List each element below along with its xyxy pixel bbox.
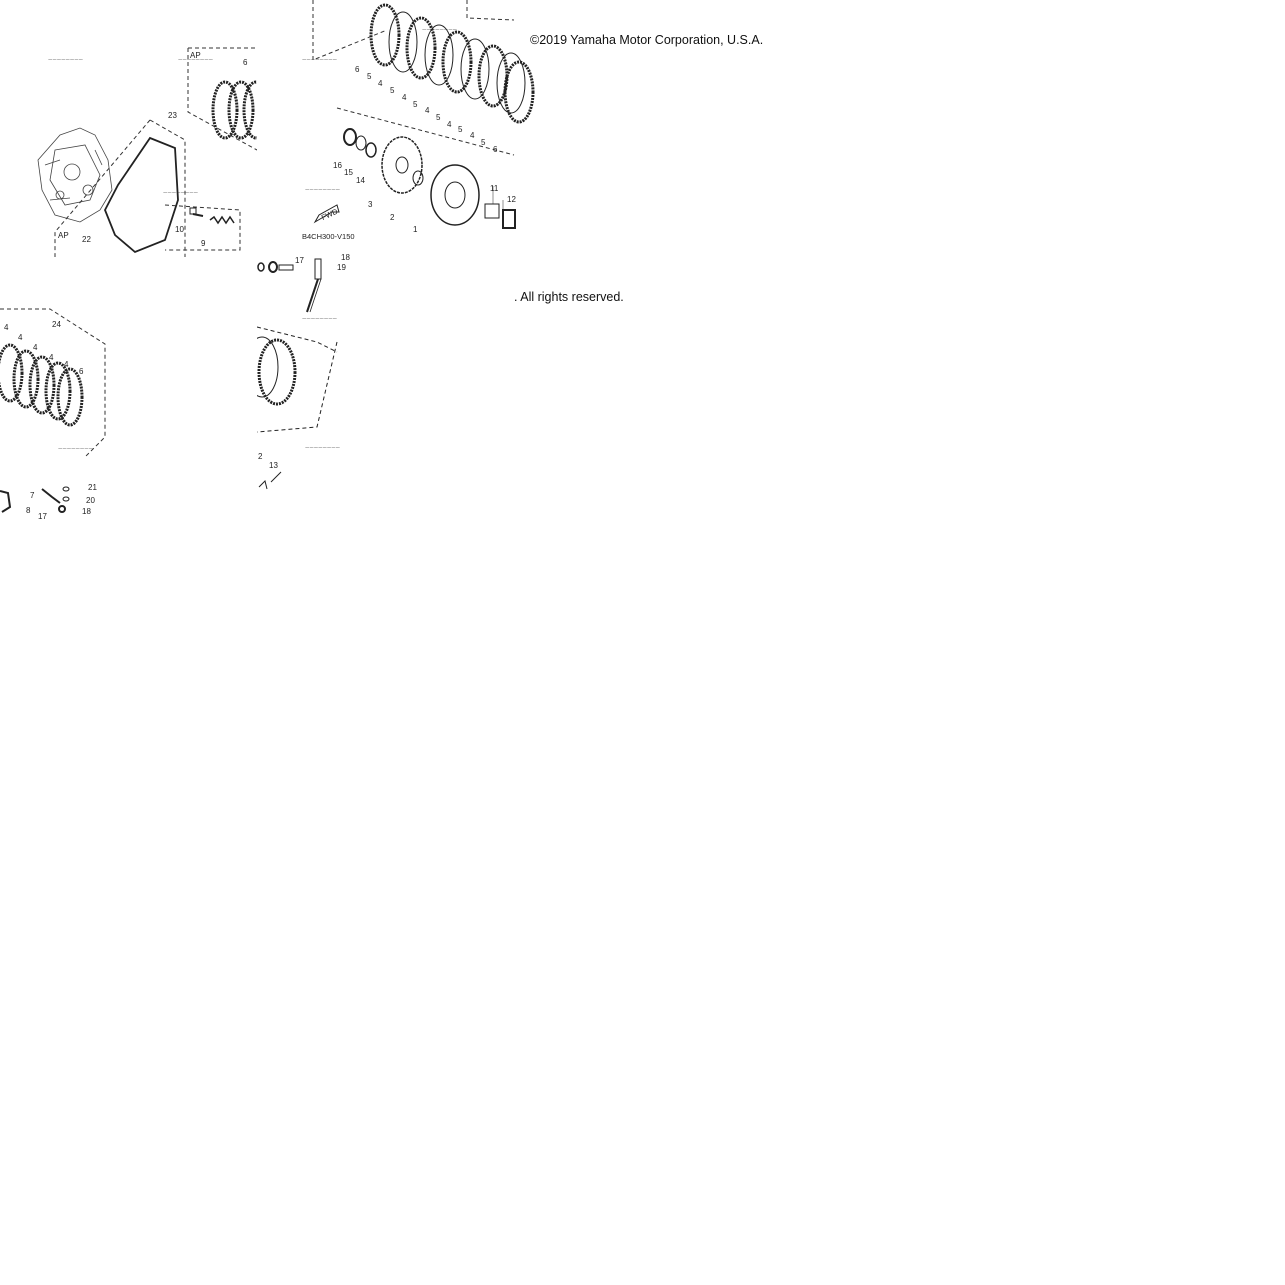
diagram-label: 4 [470,131,475,140]
watermark: ~~~~~~~~ [305,185,341,194]
diagram-label: 4 [378,79,383,88]
diagram-label: 6 [79,367,84,376]
watermark: ~~~~~~~~ [302,314,338,323]
diagram-label: 4 [4,323,9,332]
diagram-label: 9 [201,239,206,248]
diagram-label: 5 [436,113,441,122]
diagram-label: 1 [413,225,418,234]
diagram-label: 5 [390,86,395,95]
diagram-label: 13 [269,461,278,470]
diagram-label: 4 [49,353,54,362]
diagram-tile-crankcase-cover: ~~~~~~~~ ~~~~~~~~ ~~~~~~~~ AP 6 23 AP 2 [0,0,270,257]
diagram-label: 6 [493,145,498,154]
diagram-label: 21 [88,483,97,492]
diagram-tile-clutch-assembly: ~~~~~~~~ ~~~~~~~~ ~~~~~~~~ [257,0,535,257]
diagram-code: B4CH300-V150 [302,232,355,241]
diagram-label: 5 [367,72,372,81]
diagram-label: 2 [258,452,263,461]
diagram-tile-friction-plates: ~~~~~~~~ 24 4 4 4 4 4 6 7 8 21 20 18 17 [0,307,257,521]
fwd-arrow-icon: FWD [313,204,340,224]
diagram-label: 6 [355,65,360,74]
diagram-label: 8 [26,506,31,515]
watermark: ~~~~~~~~ [178,55,214,64]
diagram-label: 5 [413,100,418,109]
diagram-label: 2 [390,213,395,222]
diagram-label: 18 [82,507,91,516]
diagram-label: 17 [295,256,304,265]
diagram-label: 7 [30,491,35,500]
diagram-label: 4 [33,343,38,352]
diagram-label: 20 [86,496,95,505]
copyright-notice: ©2019 Yamaha Motor Corporation, U.S.A. [530,33,764,47]
diagram-label: 4 [64,360,69,369]
fwd-label: FWD [320,206,340,222]
diagram-label: 4 [447,120,452,129]
diagram-label: 4 [402,93,407,102]
diagram-label: 16 [333,161,342,170]
diagram-label: 15 [344,168,353,177]
diagram-label: 11 [490,184,499,193]
diagram-label: 22 [82,235,91,244]
diagram-label: AP [58,231,69,240]
diagram-label: 19 [337,263,346,272]
diagram-label: 3 [368,200,373,209]
diagram-label: 5 [481,138,486,147]
diagram-label: 14 [356,176,365,185]
diagram-label: 12 [507,195,516,204]
diagram-label: 4 [425,106,430,115]
diagram-label: AP [190,51,201,60]
watermark: ~~~~~~~~ [48,55,84,64]
diagram-label: 4 [18,333,23,342]
diagram-label: 6 [243,58,248,67]
watermark: ~~~~~~~~ [163,188,199,197]
diagram-label: 23 [168,111,177,120]
watermark: ~~~~~~~~ [305,443,341,452]
diagram-label: 10 [175,225,184,234]
rights-notice: . All rights reserved. [514,290,624,304]
diagram-label: 5 [458,125,463,134]
diagram-tile-push-rod: ~~~~~~~~ ~~~~~~~~ 17 18 19 [245,253,357,452]
diagram-label: 18 [341,253,350,262]
diagram-tile-bearing: 2 13 [257,447,297,497]
diagram-label: 24 [52,320,61,329]
watermark: ~~~~~~~~ [422,25,458,34]
watermark: ~~~~~~~~ [58,444,94,453]
watermark: ~~~~~~~~ [302,55,338,64]
diagram-label: 17 [38,512,47,521]
